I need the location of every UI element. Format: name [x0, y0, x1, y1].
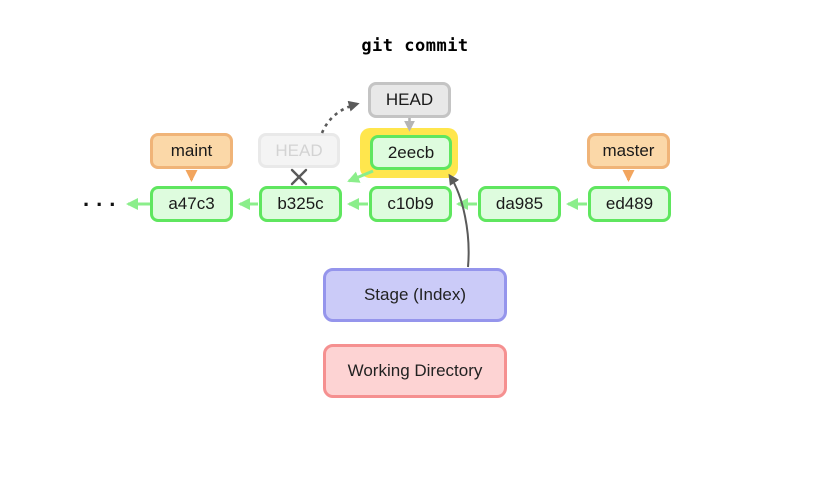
commit-node: a47c3 — [150, 186, 233, 222]
diagram-title: git commit — [361, 36, 469, 56]
branch-node-maint: maint — [150, 133, 233, 169]
commit-node: ed489 — [588, 186, 671, 222]
x-mark-stroke — [290, 168, 308, 186]
head-node: HEAD — [368, 82, 451, 118]
arrow-stage-to-2eecb — [448, 173, 470, 268]
x-mark — [290, 168, 308, 186]
stage-index-area: Stage (Index) — [323, 268, 507, 322]
commit-node: da985 — [478, 186, 561, 222]
working-directory-area: Working Directory — [323, 344, 507, 398]
head-faded-node: HEAD — [258, 133, 340, 168]
history-ellipsis: ... — [83, 186, 123, 211]
arrow-head-move-dashed — [320, 100, 360, 134]
commit-node-new: 2eecb — [370, 135, 452, 170]
commit-node: c10b9 — [369, 186, 452, 222]
x-mark-stroke — [290, 168, 308, 186]
commit-node: b325c — [259, 186, 342, 222]
branch-node-master: master — [587, 133, 670, 169]
